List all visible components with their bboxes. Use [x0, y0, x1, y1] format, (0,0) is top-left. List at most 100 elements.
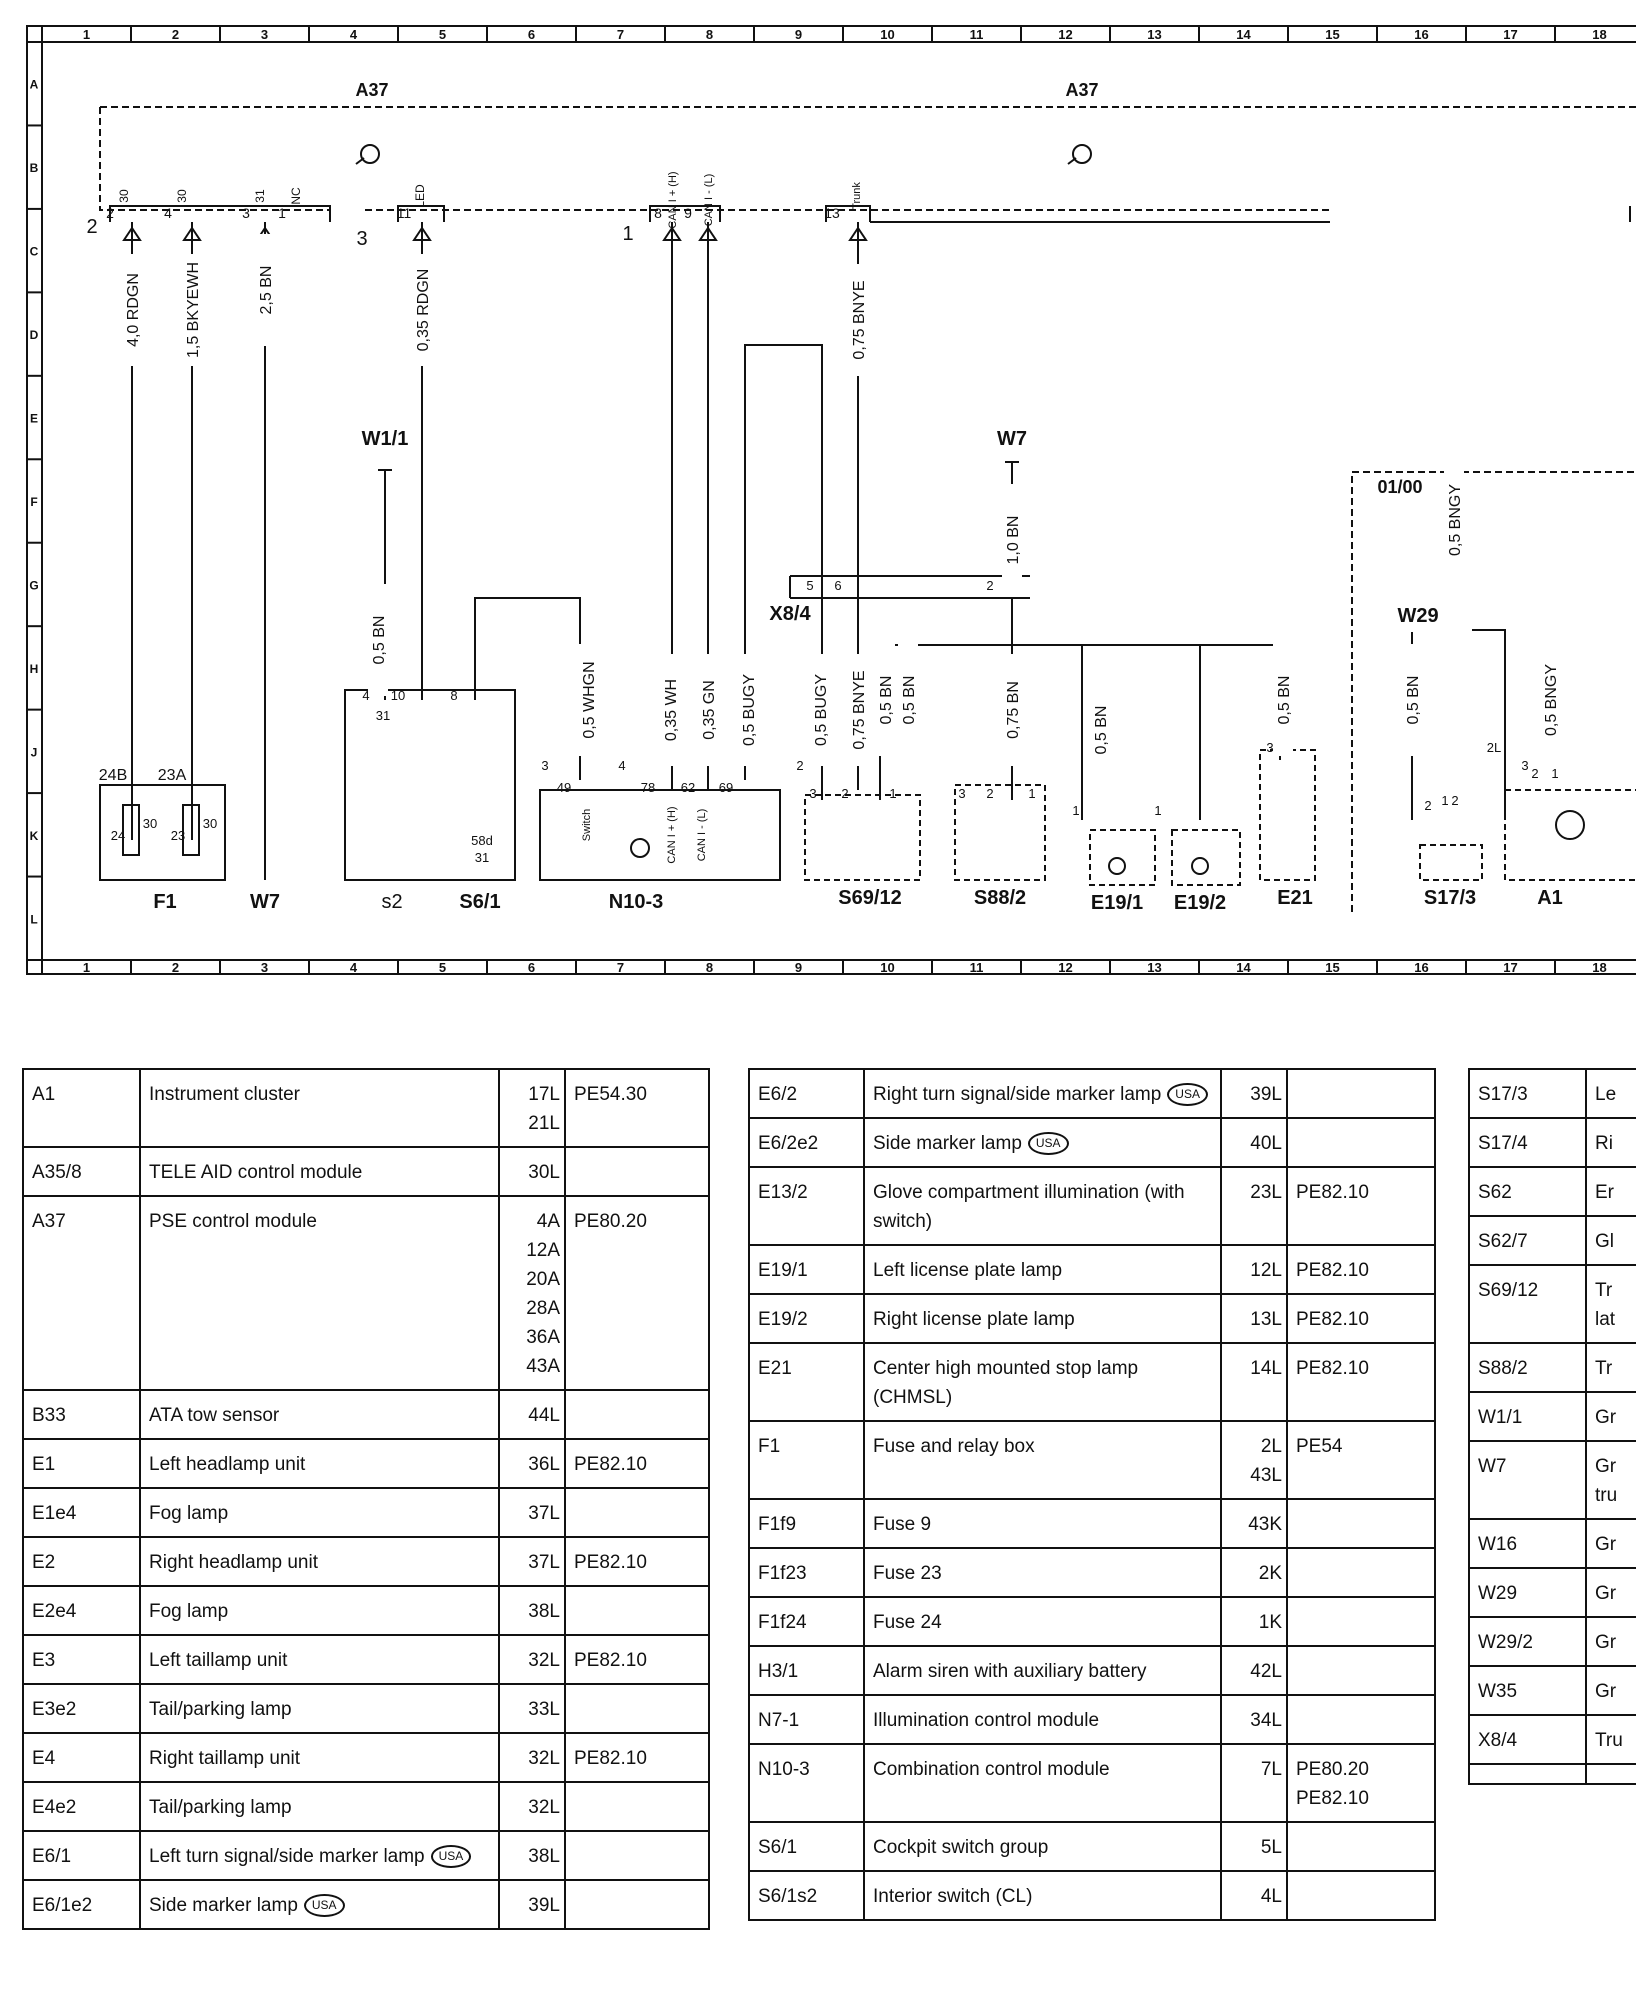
legend-code: S88/2	[1468, 1342, 1587, 1393]
fuse-label: 30	[143, 816, 157, 831]
connector-3-housing	[397, 205, 445, 222]
legend-code	[1468, 1763, 1587, 1785]
legend-pe-ref: PE80.20 PE82.10	[1286, 1743, 1436, 1823]
legend-description: Fuse and relay box	[863, 1420, 1222, 1500]
legend-pe-ref	[564, 1683, 710, 1734]
component-box	[1089, 829, 1156, 886]
legend-code: F1f23	[748, 1547, 865, 1598]
pin-label: 69	[719, 780, 733, 795]
legend-code: S6/1	[748, 1821, 865, 1872]
legend-grid-ref: 42L	[1220, 1645, 1288, 1696]
column-number-bottom: 10	[880, 960, 894, 975]
pin-number: 2	[106, 205, 114, 221]
pin-number: 13	[824, 205, 840, 221]
a37-label-right: A37	[1065, 80, 1098, 100]
legend-description: Fuse 9	[863, 1498, 1222, 1549]
wire-label: 0,5 WHGN	[581, 661, 598, 738]
wire-label-bg	[182, 254, 202, 366]
column-number-top: 5	[439, 27, 446, 42]
component-label-f1: F1	[153, 891, 176, 913]
column-number-bottom: 7	[617, 960, 624, 975]
legend-grid-ref: 37L	[498, 1536, 566, 1587]
wire-connector-arrow	[848, 226, 868, 241]
wire-label-bg	[122, 254, 142, 366]
column-number-bottom: 13	[1147, 960, 1161, 975]
wire-label-bg	[810, 654, 830, 766]
connector-trunk-housing	[825, 205, 871, 222]
legend-grid-ref: 34L	[1220, 1694, 1288, 1745]
wire-label: 4,0 RDGN	[125, 273, 142, 347]
row-letter: F	[30, 495, 37, 509]
column-number-top: 16	[1414, 27, 1428, 42]
legend-grid-ref: 2K	[1220, 1547, 1288, 1598]
f1-fuse-box	[99, 784, 226, 881]
row-letter: C	[30, 245, 39, 259]
s6-1-switch-group	[344, 689, 516, 881]
column-number-bottom: 5	[439, 960, 446, 975]
legend-pe-ref	[564, 1781, 710, 1832]
column-number-top: 18	[1592, 27, 1606, 42]
column-number-top: 11	[970, 27, 984, 42]
component-label: S88/2	[974, 887, 1026, 909]
column-number-top: 10	[880, 27, 894, 42]
fuse-24	[122, 804, 140, 856]
legend-pe-ref	[1286, 1498, 1436, 1549]
legend-description: Fog lamp	[139, 1585, 500, 1636]
legend-pe-ref	[1286, 1645, 1436, 1696]
pin-label: 58d	[471, 833, 493, 848]
column-number-top: 13	[1147, 27, 1161, 42]
column-number-bottom: 2	[172, 960, 179, 975]
connector-ref-1: 1	[622, 223, 633, 245]
pin-label: 3	[541, 758, 548, 773]
legend-description: Tr lat	[1585, 1264, 1636, 1344]
legend-description: Combination control module	[863, 1743, 1222, 1823]
legend-description: Right taillamp unit	[139, 1732, 500, 1783]
pin-label: 3	[809, 786, 816, 801]
component-label-n10-3: N10-3	[609, 891, 663, 913]
connector-ref-2: 2	[86, 216, 97, 238]
wire-label-bg	[848, 654, 868, 766]
legend-description: Tru	[1585, 1714, 1636, 1765]
wiring-diagram: 1122334455667788991010111112121313141415…	[26, 25, 1636, 975]
legend-code: E6/1e2	[22, 1879, 141, 1930]
wire-label: 0,35 RDGN	[415, 269, 432, 352]
legend-pe-ref	[1286, 1870, 1436, 1921]
terminal-name: CAN I - (L)	[703, 174, 715, 227]
terminal-name: 31	[253, 189, 267, 203]
legend-code: S62/7	[1468, 1215, 1587, 1266]
column-number-bottom: 8	[706, 960, 713, 975]
terminal-name: 30	[117, 189, 131, 203]
legend-description: Tail/parking lamp	[139, 1781, 500, 1832]
ground-symbol-stroke	[355, 157, 365, 165]
row-letter: H	[30, 662, 39, 676]
legend-code: E2	[22, 1536, 141, 1587]
legend-description: Gl	[1585, 1215, 1636, 1266]
component-label: E19/2	[1174, 892, 1226, 914]
wire-bn-bus	[879, 644, 1281, 820]
legend-code: A35/8	[22, 1146, 141, 1197]
n10-terminal: CAN I + (H)	[666, 806, 678, 863]
legend-description: Gr tru	[1585, 1440, 1636, 1520]
legend-grid-ref: 43K	[1220, 1498, 1288, 1549]
row-letter: G	[29, 578, 38, 592]
pin-label: 4	[618, 758, 625, 773]
pin-number: 1	[278, 205, 286, 221]
usa-badge: USA	[303, 1894, 345, 1918]
pin-label: 2	[1451, 793, 1458, 808]
pin-label: 2	[1531, 766, 1538, 781]
legend-pe-ref: PE82.10	[1286, 1166, 1436, 1246]
wire-label: 0,5 BNGY	[1447, 484, 1464, 556]
